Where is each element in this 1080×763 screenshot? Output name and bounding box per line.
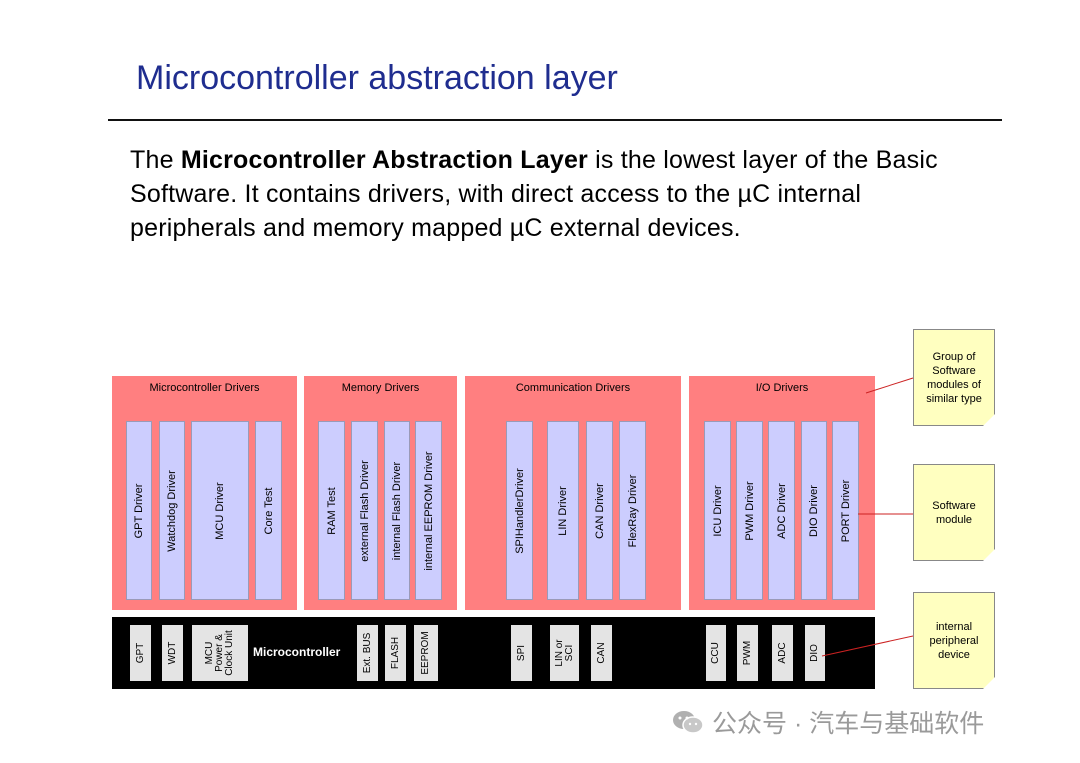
group-title: I/O Drivers xyxy=(755,382,809,394)
group-title: Microcontroller Drivers xyxy=(149,382,260,394)
module-label: internal Flash Driver xyxy=(391,461,403,560)
module-watchdog-driver: Watchdog Driver xyxy=(159,421,185,600)
page-title: Microcontroller abstraction layer xyxy=(136,59,618,97)
peripheral-label: CCU xyxy=(710,642,721,664)
module-lin-driver: LIN Driver xyxy=(547,421,579,600)
module-label: external Flash Driver xyxy=(358,459,371,562)
module-label: GPT Driver xyxy=(133,483,145,538)
legend-note-peripheral: internal peripheral device xyxy=(913,592,995,689)
peripheral-label: FLASH xyxy=(389,636,401,670)
peripheral-label: PWM xyxy=(741,640,753,666)
module-label: RAM Test xyxy=(325,486,338,535)
peripheral-label: SPI xyxy=(515,644,527,662)
module-ram-test: RAM Test xyxy=(318,421,345,600)
peripheral-label: MCU Power & Clock Unit xyxy=(204,630,235,676)
peripheral-gpt: GPT xyxy=(130,625,151,681)
intro-text-bold: Microcontroller Abstraction Layer xyxy=(180,146,588,174)
module-label: PWM Driver xyxy=(743,480,756,541)
module-gpt-driver: GPT Driver xyxy=(126,421,152,600)
peripheral-dio: DIO xyxy=(805,625,825,681)
peripheral-flash: FLASH xyxy=(385,625,406,681)
module-adc-driver: ADC Driver xyxy=(768,421,795,600)
group-title: Communication Drivers xyxy=(515,382,631,394)
module-label: Core Test xyxy=(262,487,275,534)
module-external-flash-driver: external Flash Driver xyxy=(351,421,378,600)
peripheral-can: CAN xyxy=(591,625,612,681)
peripheral-label: CAN xyxy=(595,642,607,664)
module-label: PORT Driver xyxy=(839,479,852,542)
title-divider xyxy=(108,119,1002,121)
intro-text-end: is the lowest layer of the Basic Softwar… xyxy=(130,146,938,242)
legend-note-text: internal peripheral device xyxy=(929,620,979,661)
peripheral-label: ADC xyxy=(776,642,788,664)
peripheral-ext-bus: Ext. BUS xyxy=(357,625,378,681)
module-core-test: Core Test xyxy=(255,421,282,600)
peripheral-label: Ext. BUS xyxy=(361,632,373,674)
module-icu-driver: ICU Driver xyxy=(704,421,731,600)
module-flexray-driver: FlexRay Driver xyxy=(619,421,646,600)
microcontroller-label: Microcontroller xyxy=(253,645,341,659)
peripheral-label: EEPROM xyxy=(420,631,431,675)
module-label: ADC Driver xyxy=(775,482,788,539)
peripheral-eeprom: EEPROM xyxy=(414,625,438,681)
peripheral-ccu: CCU xyxy=(706,625,726,681)
module-label: MCU Driver xyxy=(214,481,226,540)
peripheral-pwm: PWM xyxy=(737,625,758,681)
legend-note-text: Group of Software modules of similar typ… xyxy=(926,350,982,405)
watermark: 公众号 · 汽车与基础软件 xyxy=(672,704,984,740)
module-label: DIO Driver xyxy=(808,484,820,537)
module-label: internal EEPROM Driver xyxy=(422,450,435,571)
module-port-driver: PORT Driver xyxy=(832,421,859,600)
legend-note-group: Group of Software modules of similar typ… xyxy=(913,329,995,426)
module-label: SPIHandlerDriver xyxy=(513,467,526,554)
module-internal-flash-driver: internal Flash Driver xyxy=(384,421,410,600)
peripheral-spi: SPI xyxy=(511,625,532,681)
note-fold xyxy=(983,414,995,426)
watermark-text: 公众号 · 汽车与基础软件 xyxy=(712,710,985,738)
peripheral-mcu-power-clock: MCU Power & Clock Unit xyxy=(192,625,248,681)
group-title: Memory Drivers xyxy=(341,382,420,394)
legend-note-module: Software module xyxy=(913,464,995,561)
module-dio-driver: DIO Driver xyxy=(801,421,827,600)
peripheral-lin-sci: LIN or SCI xyxy=(550,625,579,681)
module-label: Watchdog Driver xyxy=(166,469,178,552)
wechat-icon xyxy=(673,711,704,734)
module-can-driver: CAN Driver xyxy=(586,421,613,600)
intro-text-start: The xyxy=(130,146,181,174)
module-pwm-driver: PWM Driver xyxy=(736,421,763,600)
intro-paragraph: The Microcontroller Abstraction Layer is… xyxy=(130,143,990,245)
module-label: CAN Driver xyxy=(593,482,606,539)
legend-note-text: Software module xyxy=(932,499,976,526)
module-spihandlerdriver: SPIHandlerDriver xyxy=(506,421,533,600)
peripheral-label: LIN or SCI xyxy=(553,639,575,667)
note-fold xyxy=(983,677,995,689)
peripheral-label: GPT xyxy=(134,642,146,664)
module-label: ICU Driver xyxy=(711,484,724,537)
module-label: LIN Driver xyxy=(557,485,569,536)
peripheral-adc: ADC xyxy=(772,625,793,681)
peripheral-label: DIO xyxy=(809,644,820,662)
module-mcu-driver: MCU Driver xyxy=(191,421,249,600)
module-internal-eeprom-driver: internal EEPROM Driver xyxy=(415,421,442,600)
note-fold xyxy=(983,549,995,561)
peripheral-label: WDT xyxy=(166,641,178,665)
module-label: FlexRay Driver xyxy=(626,474,639,547)
peripheral-wdt: WDT xyxy=(162,625,183,681)
